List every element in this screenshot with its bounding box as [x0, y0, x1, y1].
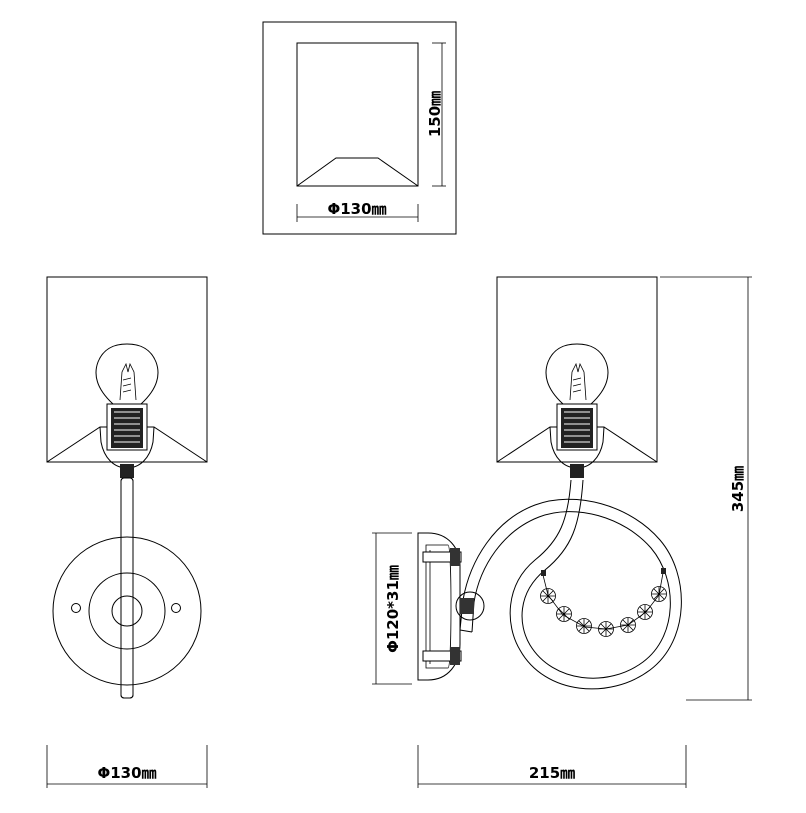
front-backplate-hub [111, 595, 143, 627]
crystal-bead [598, 621, 614, 637]
side-view: Φ120*31㎜ 345㎜ 215㎜ [372, 276, 752, 788]
front-view: Φ130㎜ [46, 276, 208, 788]
front-backplate-inner [88, 572, 166, 650]
total-height-label: 345㎜ [729, 466, 747, 512]
top-view-shade: 150㎜ Φ130㎜ [262, 21, 457, 235]
side-shade [496, 276, 658, 463]
mount-screw-left [71, 603, 81, 613]
side-depth-label: 215㎜ [529, 764, 575, 782]
crystal-bead [556, 606, 572, 622]
front-stem [120, 477, 134, 699]
shade-height-label: 150㎜ [426, 91, 444, 137]
side-bulb [545, 343, 609, 405]
front-width-label: Φ130㎜ [97, 764, 156, 782]
shade-outline [296, 42, 419, 187]
front-backplate-outer [52, 536, 202, 686]
mount-screw-right [171, 603, 181, 613]
crystal-bead [637, 604, 653, 620]
crystal-bead [620, 617, 636, 633]
top-view-frame [262, 21, 457, 235]
side-curved-arm [459, 479, 682, 690]
front-socket [99, 403, 155, 478]
shade-diameter-label: Φ130㎜ [327, 200, 386, 218]
side-backplate [417, 532, 485, 681]
crystal-bead [576, 618, 592, 634]
backplate-size-label: Φ120*31㎜ [384, 565, 402, 653]
shade-inner-bottom [296, 157, 419, 187]
front-bulb [95, 343, 159, 405]
crystal-bead [651, 586, 667, 602]
crystal-bead [540, 588, 556, 604]
crystal-bead-chain [540, 568, 667, 637]
front-shade [46, 276, 208, 463]
side-socket [549, 403, 605, 478]
